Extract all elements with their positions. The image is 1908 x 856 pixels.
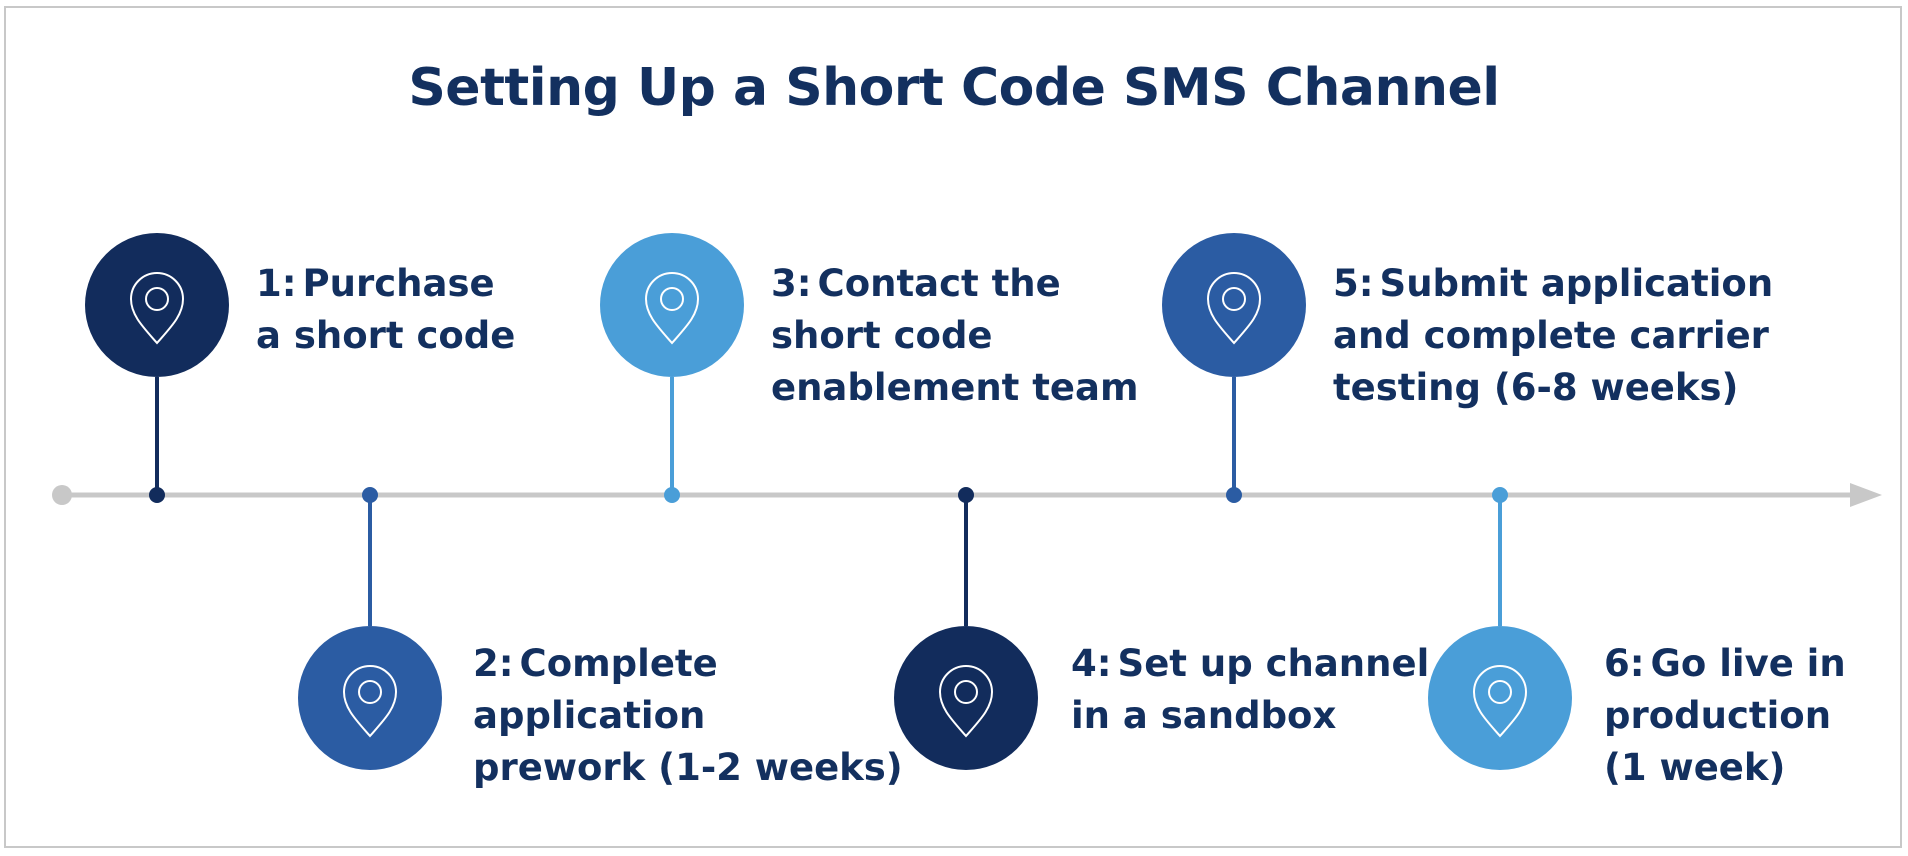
step-5-marker: [1162, 233, 1306, 377]
step-2-marker: [298, 626, 442, 770]
map-pin-outline: [342, 665, 398, 738]
map-pin-hole: [1488, 680, 1512, 704]
map-pin-icon: [938, 665, 994, 738]
map-pin-icon: [129, 272, 185, 345]
map-pin-hole: [660, 287, 684, 311]
map-pin-outline: [1472, 665, 1528, 738]
step-3-number: 3:: [771, 262, 812, 305]
step-1-axis-dot: [149, 487, 165, 503]
map-pin-outline: [129, 272, 185, 345]
map-pin-hole: [1222, 287, 1246, 311]
step-6-label-line: 6:Go live in: [1604, 638, 1846, 690]
step-5-text: testing (6-8 weeks): [1333, 366, 1739, 409]
step-4-number: 4:: [1071, 642, 1112, 685]
step-3-label-line: 3:Contact the: [771, 258, 1139, 310]
map-pin-outline: [938, 665, 994, 738]
step-3-text: enablement team: [771, 366, 1139, 409]
step-4-axis-dot: [958, 487, 974, 503]
map-pin-icon: [1472, 665, 1528, 738]
step-3-label-line: enablement team: [771, 362, 1139, 414]
step-4-text: Set up channel: [1117, 642, 1430, 685]
step-6-marker: [1428, 626, 1572, 770]
step-5-text: Submit application: [1379, 262, 1774, 305]
map-pin-icon: [342, 665, 398, 738]
step-4-marker: [894, 626, 1038, 770]
step-5-axis-dot: [1226, 487, 1242, 503]
step-2-label-line: application: [473, 690, 903, 742]
step-2-number: 2:: [473, 642, 514, 685]
step-5-label-line: and complete carrier: [1333, 310, 1773, 362]
step-1-number: 1:: [256, 262, 297, 305]
steps-layer: [85, 233, 1572, 770]
step-3-text: Contact the: [817, 262, 1061, 305]
step-1-label-line: 1:Purchase: [256, 258, 515, 310]
step-6-label-line: (1 week): [1604, 742, 1846, 794]
step-3-marker: [600, 233, 744, 377]
step-2-label-line: prework (1-2 weeks): [473, 742, 903, 794]
step-2-text: prework (1-2 weeks): [473, 746, 903, 789]
step-6-number: 6:: [1604, 642, 1645, 685]
step-5-label-line: testing (6-8 weeks): [1333, 362, 1773, 414]
step-2-axis-dot: [362, 487, 378, 503]
step-6-text: Go live in: [1650, 642, 1846, 685]
step-3-label-line: short code: [771, 310, 1139, 362]
step-1-marker: [85, 233, 229, 377]
step-5-number: 5:: [1333, 262, 1374, 305]
step-1-text: a short code: [256, 314, 516, 357]
map-pin-hole: [145, 287, 169, 311]
map-pin-icon: [1206, 272, 1262, 345]
step-2-label-line: 2:Complete: [473, 638, 903, 690]
diagram-frame: [4, 6, 1902, 848]
step-1-label-line: a short code: [256, 310, 515, 362]
step-3-text: short code: [771, 314, 993, 357]
timeline-arrowhead: [1850, 483, 1882, 507]
step-6-label-line: production: [1604, 690, 1846, 742]
step-6-text: (1 week): [1604, 746, 1786, 789]
step-5-label-line: 5:Submit application: [1333, 258, 1773, 310]
map-pin-hole: [358, 680, 382, 704]
step-2-text: Complete: [519, 642, 718, 685]
step-6-axis-dot: [1492, 487, 1508, 503]
step-2-text: application: [473, 694, 706, 737]
step-4-label-line: in a sandbox: [1071, 690, 1429, 742]
map-pin-hole: [954, 680, 978, 704]
step-4-label-line: 4:Set up channel: [1071, 638, 1429, 690]
map-pin-icon: [644, 272, 700, 345]
map-pin-outline: [644, 272, 700, 345]
step-6-text: production: [1604, 694, 1832, 737]
step-3-axis-dot: [664, 487, 680, 503]
map-pin-outline: [1206, 272, 1262, 345]
diagram-title: Setting Up a Short Code SMS Channel: [408, 58, 1500, 118]
step-5-text: and complete carrier: [1333, 314, 1769, 357]
step-1-text: Purchase: [302, 262, 495, 305]
step-4-text: in a sandbox: [1071, 694, 1337, 737]
timeline-start-dot: [52, 485, 72, 505]
